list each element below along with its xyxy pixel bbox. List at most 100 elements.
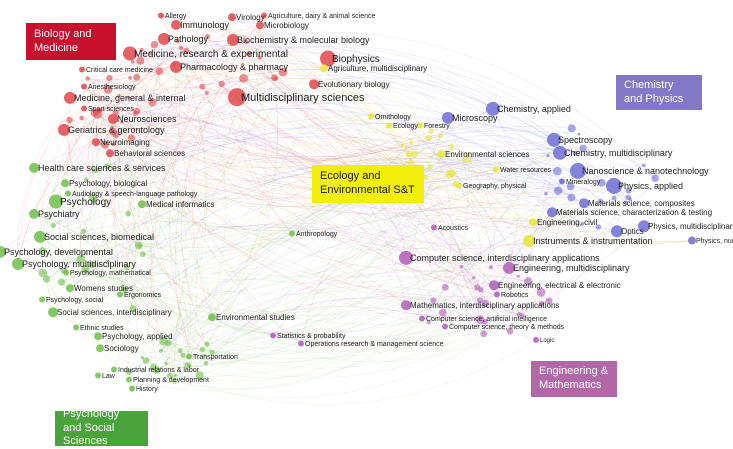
minor-node [567,124,576,133]
network-edge [81,117,486,304]
network-edge [444,117,469,288]
node-label: Medicine, general & internal [74,93,186,103]
minor-node [112,130,120,139]
network-edge [249,53,412,143]
minor-node [448,169,457,178]
network-edge [91,160,470,275]
minor-node [430,297,437,304]
node-label: Ecology [393,123,418,130]
node-label: Computer science, interdisciplinary appl… [410,253,600,263]
network-edge [17,63,175,264]
node-label: Logic [540,338,554,344]
minor-node [136,56,145,65]
network-edge [495,128,573,170]
minor-node [150,363,158,371]
network-edge [87,78,412,158]
network-edge [119,174,450,298]
minor-node [625,194,631,201]
network-edge [444,310,523,327]
node-marker [108,113,118,124]
network-edge [107,153,123,262]
network-edge [107,102,561,167]
minor-node [100,140,110,149]
network-edge [131,296,523,389]
node-label: Psychology [60,197,111,208]
network-edge [272,211,553,337]
node-marker [442,111,454,124]
network-edge [231,16,520,315]
network-edge [467,154,542,304]
node-marker [49,194,63,209]
cluster-label-text: Ecology and Environmental S&T [320,170,415,196]
minor-node [93,109,102,119]
minor-node [410,150,418,158]
network-edge [437,154,475,278]
network-edge [206,128,573,345]
node-label: Virology [236,13,265,22]
node-marker [570,162,586,179]
node-marker [61,179,69,188]
node-label: History [136,386,158,393]
network-edge [88,53,131,198]
node-label: Mineralogy [566,179,601,186]
minor-node [128,76,133,80]
minor-node [155,67,164,76]
minor-node [127,134,135,142]
node-label: Evolutionary biology [318,80,390,89]
node-marker [158,12,164,19]
minor-node [88,193,98,203]
network-edge [249,53,555,148]
node-label: Engineering, multidisciplinary [513,263,630,273]
cluster-label-text: Chemistry and Physics [624,78,684,105]
minor-node [172,379,178,384]
node-label: Social sciences, biomedical [44,232,154,242]
node-marker [401,300,411,311]
network-edge [508,226,599,269]
node-marker [58,123,70,136]
minor-node [204,90,209,95]
minor-node [125,368,133,375]
network-edge [274,77,618,233]
network-edge [65,272,134,309]
network-edge [112,108,494,162]
minor-node [203,361,209,366]
minor-node [183,47,190,54]
network-edge [126,267,474,317]
minor-node [516,312,522,318]
minor-node [524,277,533,286]
network-edge [141,203,213,318]
network-edge [95,132,583,225]
node-label: Environmental sciences [445,150,529,159]
network-edge [75,232,293,328]
minor-node [544,191,548,196]
node-label: Microscopy [452,113,498,123]
minor-node [111,142,116,147]
network-edge [17,50,187,265]
network-edge [129,53,486,304]
network-edge [55,201,157,371]
network-edge [126,96,238,268]
network-edge [175,24,426,178]
minor-node [83,177,89,182]
network-edge [551,197,615,215]
network-edge [112,99,618,232]
network-edge [61,77,275,283]
network-edge [41,112,100,300]
network-edge [159,68,412,164]
node-label: Forestry [424,123,450,130]
network-edge [92,197,191,366]
node-label: Womens studies [74,284,133,293]
minor-node [246,50,253,57]
network-edge [107,58,329,167]
network-edge [65,272,486,353]
network-edge [75,130,580,328]
network-edge [447,117,534,223]
minor-node [38,268,47,278]
network-edge [232,39,415,155]
network-edge [211,316,511,363]
network-edge [42,250,188,366]
network-edge [81,117,562,214]
minor-node [39,247,47,255]
network-edge [55,201,71,273]
minor-node [572,150,578,156]
